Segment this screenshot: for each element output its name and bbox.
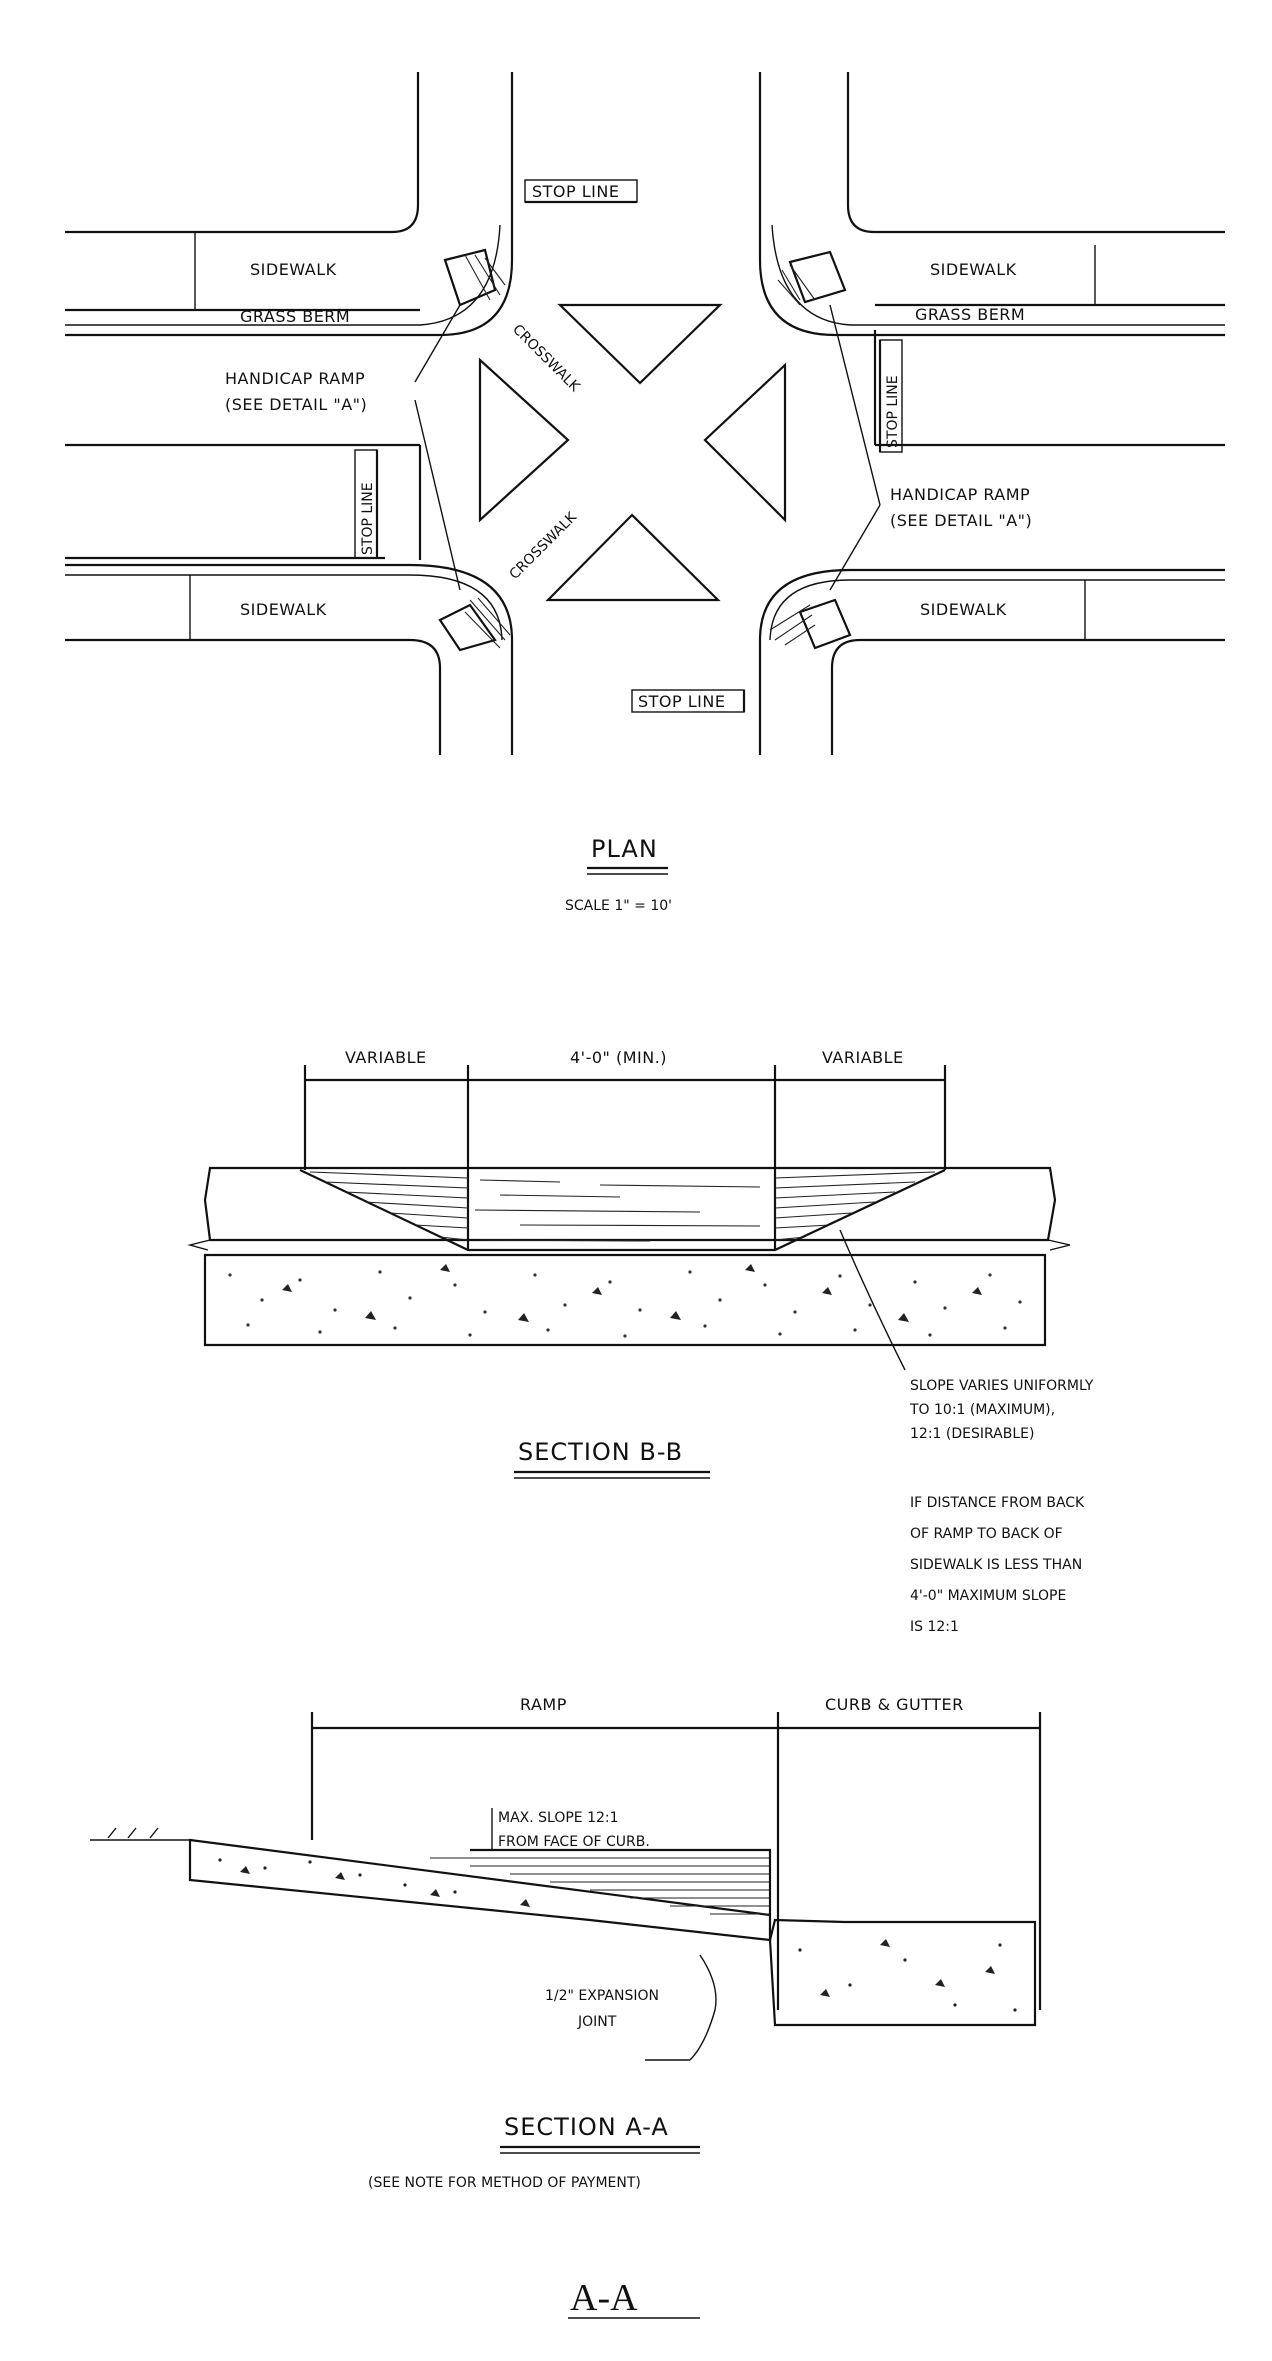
slope-note-line-2: TO 10:1 (MAXIMUM),	[909, 1402, 1055, 1418]
aa-ramp-slab	[188, 1838, 772, 1942]
curb-se	[758, 568, 1225, 755]
island-south	[545, 513, 721, 602]
plan-scale: SCALE 1" = 10'	[565, 898, 672, 914]
ramp-sw	[438, 597, 511, 652]
aa-curb-gutter	[768, 1918, 1037, 2027]
bb-base-course	[203, 1253, 1047, 1347]
curb-sw	[65, 563, 514, 755]
aa-curb-aggregate	[798, 1939, 1017, 2012]
stop-line-top-label: STOP LINE	[532, 182, 619, 201]
slope-note-line-1: SLOPE VARIES UNIFORMLY	[910, 1378, 1094, 1394]
distance-note-line-4: 4'-0" MAXIMUM SLOPE	[910, 1588, 1066, 1604]
max-slope-note-2: FROM FACE OF CURB.	[498, 1834, 650, 1850]
section-bb-title: SECTION B-B	[518, 1438, 683, 1466]
sidewalk-sw-label: SIDEWALK	[240, 600, 327, 619]
dim-variable-left: VARIABLE	[345, 1048, 427, 1067]
handicap-ramp-right-detail: (SEE DETAIL "A")	[890, 511, 1032, 530]
dim-variable-right: VARIABLE	[822, 1048, 904, 1067]
stop-line-right-label: STOP LINE	[885, 375, 901, 448]
handicap-ramp-left-detail: (SEE DETAIL "A")	[225, 395, 367, 414]
handicap-ramp-right-label: HANDICAP RAMP	[890, 485, 1030, 504]
aa-slab-aggregate	[218, 1858, 530, 1907]
section-bb: VARIABLE 4'-0" (MIN.) VARIABLE	[187, 1048, 1094, 1635]
distance-note-line-3: SIDEWALK IS LESS THAN	[910, 1557, 1082, 1573]
road-edge-nw	[65, 72, 514, 337]
distance-note-line-1: IF DISTANCE FROM BACK	[910, 1495, 1085, 1511]
dim-ramp-label: RAMP	[520, 1695, 567, 1714]
dim-center-min: 4'-0" (MIN.)	[570, 1048, 667, 1067]
bb-ramp-hatch	[309, 1171, 936, 1242]
max-slope-note-1: MAX. SLOPE 12:1	[498, 1810, 619, 1826]
dim-curb-gutter-label: CURB & GUTTER	[825, 1695, 964, 1714]
distance-note-line-5: IS 12:1	[910, 1619, 959, 1635]
ramp-nw	[443, 248, 506, 307]
plan-view: STOP LINE STOP LINE STOP LINE STOP LINE …	[65, 72, 1225, 914]
crosswalk-upper-label: CROSSWALK	[509, 322, 583, 396]
ramp-ne	[777, 250, 847, 306]
bb-aggregate-stones	[282, 1264, 982, 1322]
island-east	[703, 362, 787, 523]
joint-note-2: JOINT	[577, 2014, 617, 2030]
joint-note-1: 1/2" EXPANSION	[545, 1988, 659, 2004]
aa-ramp-hatch	[430, 1857, 770, 1915]
curb-ne	[846, 72, 1225, 234]
island-west	[478, 357, 570, 523]
section-aa: RAMP CURB & GUTTER	[90, 1695, 1042, 2191]
grass-berm-nw-label: GRASS BERM	[240, 307, 350, 326]
stop-line-bottom-label: STOP LINE	[638, 692, 725, 711]
slope-note-line-3: 12:1 (DESIRABLE)	[910, 1426, 1034, 1442]
section-aa-title: SECTION A-A	[504, 2113, 669, 2141]
road-edge-ne	[758, 72, 1225, 337]
plan-title: PLAN	[591, 835, 658, 863]
figure-caption: A-A	[570, 2277, 638, 2319]
curb-nw	[65, 72, 420, 234]
section-aa-subtitle: (SEE NOTE FOR METHOD OF PAYMENT)	[368, 2175, 641, 2191]
ramp-se	[769, 598, 852, 650]
sidewalk-se-label: SIDEWALK	[920, 600, 1007, 619]
stop-line-left-label: STOP LINE	[360, 482, 376, 555]
island-north	[557, 303, 723, 385]
sidewalk-ne-label: SIDEWALK	[930, 260, 1017, 279]
distance-note-line-2: OF RAMP TO BACK OF	[910, 1526, 1063, 1542]
handicap-ramp-left-label: HANDICAP RAMP	[225, 369, 365, 388]
bb-aggregate-dots	[228, 1270, 1022, 1338]
sidewalk-nw-label: SIDEWALK	[250, 260, 337, 279]
crosswalk-lower-label: CROSSWALK	[507, 509, 581, 583]
grass-berm-ne-label: GRASS BERM	[915, 305, 1025, 324]
